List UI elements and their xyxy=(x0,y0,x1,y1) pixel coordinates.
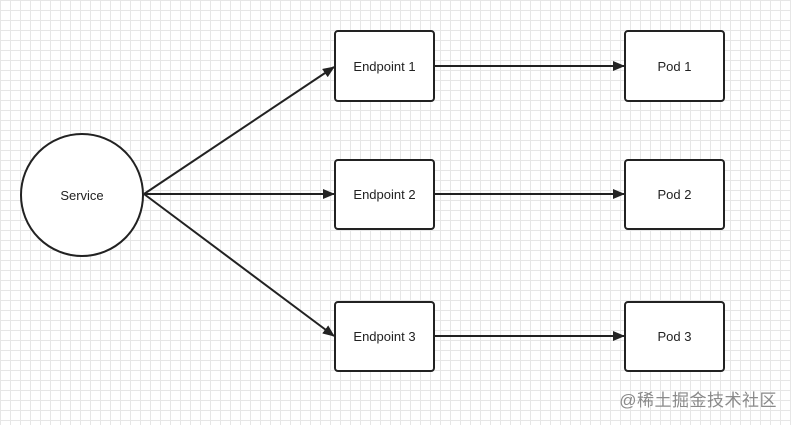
endpoint-3-label: Endpoint 3 xyxy=(353,329,416,344)
edge-service-endpoint-1 xyxy=(143,66,335,195)
endpoint-1-label: Endpoint 1 xyxy=(353,58,416,74)
endpoint-3-node[interactable]: Endpoint 3 xyxy=(334,301,435,372)
pod-3-node[interactable]: Pod 3 xyxy=(624,301,725,372)
watermark: @稀土掘金技术社区 xyxy=(619,391,777,410)
pod-2-node[interactable]: Pod 2 xyxy=(624,159,725,230)
pod-1-label: Pod 1 xyxy=(657,58,692,74)
service-label: Service xyxy=(60,187,104,203)
pod-3-label: Pod 3 xyxy=(657,329,692,344)
edge-service-endpoint-3 xyxy=(143,193,335,337)
pod-1-node[interactable]: Pod 1 xyxy=(624,30,725,102)
endpoint-1-node[interactable]: Endpoint 1 xyxy=(334,30,435,102)
endpoint-2-node[interactable]: Endpoint 2 xyxy=(334,159,435,230)
pod-2-label: Pod 2 xyxy=(657,187,692,202)
service-node[interactable]: Service xyxy=(20,133,144,257)
endpoint-2-label: Endpoint 2 xyxy=(353,187,416,202)
